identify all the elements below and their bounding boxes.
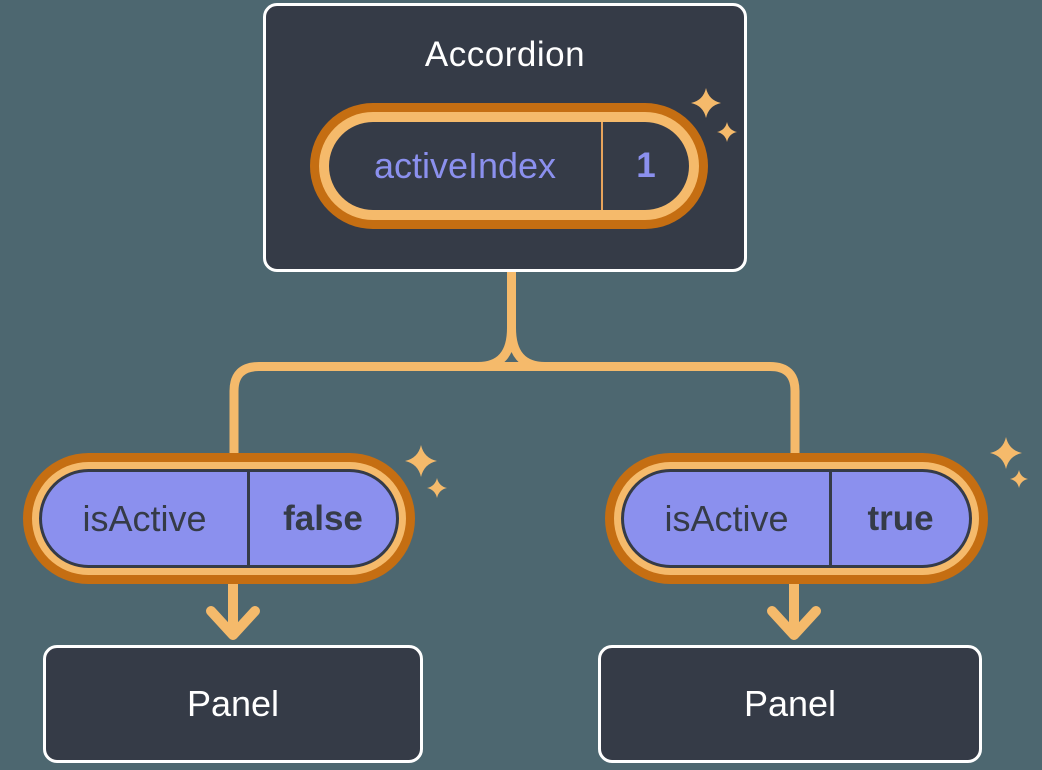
- prop-pill-right-divider: [829, 472, 832, 565]
- prop-value-right: true: [867, 498, 934, 538]
- sparkle-icon: [427, 478, 447, 498]
- prop-label-left: isActive: [82, 497, 207, 539]
- panel-node-left: Panel: [43, 645, 423, 763]
- accordion-title: Accordion: [424, 35, 586, 74]
- state-pill-divider: [601, 122, 603, 210]
- sparkle-icon: [717, 122, 737, 142]
- prop-pill-left-divider: [247, 472, 250, 565]
- state-pill-core: activeIndex 1: [329, 122, 689, 210]
- sparkle-icon: [1010, 470, 1028, 488]
- state-label: activeIndex: [373, 145, 557, 186]
- sparkle-icon: [405, 445, 437, 477]
- prop-pill-right: isActive true: [605, 453, 988, 584]
- state-pill-ring: activeIndex 1: [319, 112, 699, 220]
- state-pill: activeIndex 1: [310, 103, 708, 229]
- left-arrow-head-icon: [206, 606, 260, 640]
- prop-pill-left-core: isActive false: [39, 469, 399, 568]
- sparkle-icon: [990, 437, 1022, 469]
- state-value: 1: [636, 146, 656, 185]
- panel-title-right: Panel: [743, 683, 837, 724]
- prop-pill-right-core: isActive true: [621, 469, 972, 568]
- panel-node-right: Panel: [598, 645, 982, 763]
- right-arrow-head-icon: [767, 606, 821, 640]
- prop-pill-right-ring: isActive true: [614, 462, 979, 575]
- branch-line: [229, 362, 800, 460]
- panel-title-left: Panel: [186, 683, 280, 724]
- prop-value-left: false: [283, 498, 363, 538]
- prop-pill-left: isActive false: [23, 453, 415, 584]
- sparkle-icon: [691, 88, 721, 118]
- prop-label-right: isActive: [664, 497, 789, 539]
- prop-pill-left-ring: isActive false: [32, 462, 406, 575]
